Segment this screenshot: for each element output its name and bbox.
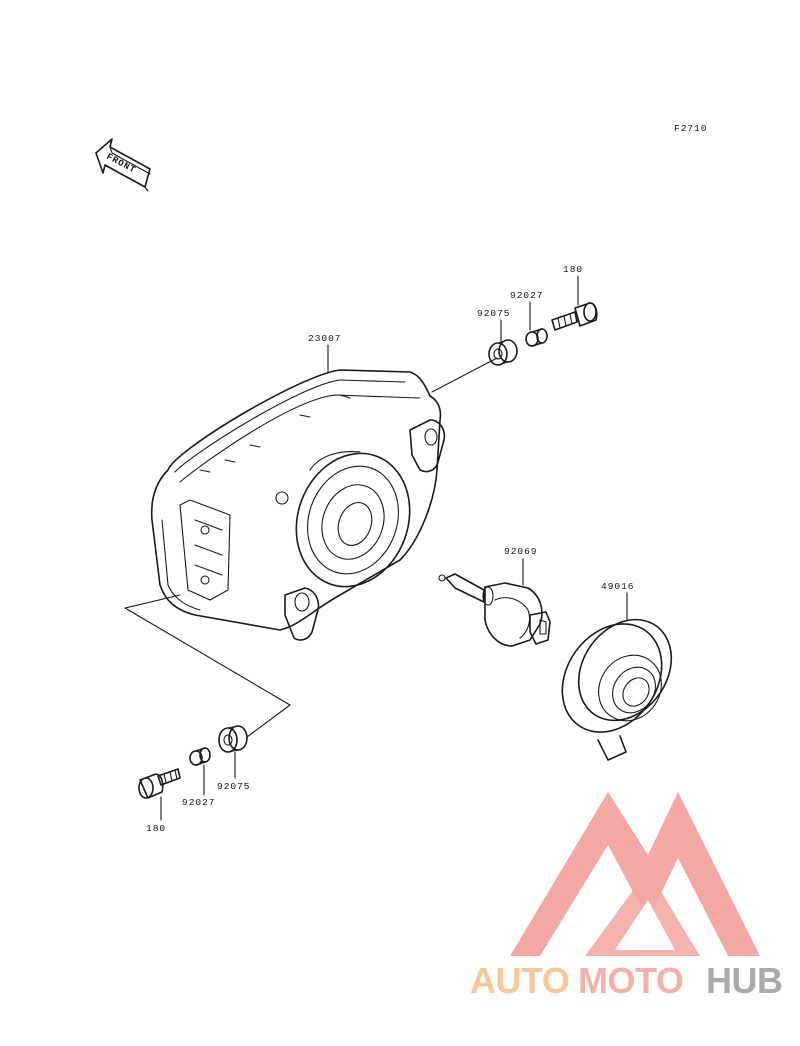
top-grommet	[488, 339, 518, 366]
diagram-code: F2710	[674, 123, 708, 134]
top-collar	[525, 328, 548, 347]
label-bottom-bolt: 180	[146, 823, 166, 834]
automotohub-logo: AUTO MOTO HUB	[470, 792, 783, 1001]
headlight-housing	[150, 369, 446, 641]
bulb	[438, 573, 551, 647]
bulb-cover	[561, 618, 673, 761]
label-bottom-grommet: 92075	[217, 781, 251, 792]
bottom-grommet	[218, 725, 248, 753]
label-housing: 23007	[308, 333, 342, 344]
bottom-bolt	[138, 768, 181, 799]
bottom-collar	[189, 747, 211, 766]
watermark-auto: AUTO	[470, 960, 569, 1001]
label-top-grommet: 92075	[477, 308, 511, 319]
top-bolt	[551, 302, 598, 331]
label-top-collar: 92027	[510, 290, 544, 301]
front-label: FRONT	[105, 152, 138, 176]
label-bulb: 92069	[504, 546, 538, 557]
watermark-moto: MOTO	[578, 960, 683, 1001]
front-arrow-icon: FRONT	[95, 138, 151, 192]
label-bulb-cover: 49016	[601, 581, 635, 592]
watermark-hub: HUB	[706, 960, 783, 1001]
label-bottom-collar: 92027	[182, 797, 216, 808]
label-top-bolt: 180	[563, 264, 583, 275]
